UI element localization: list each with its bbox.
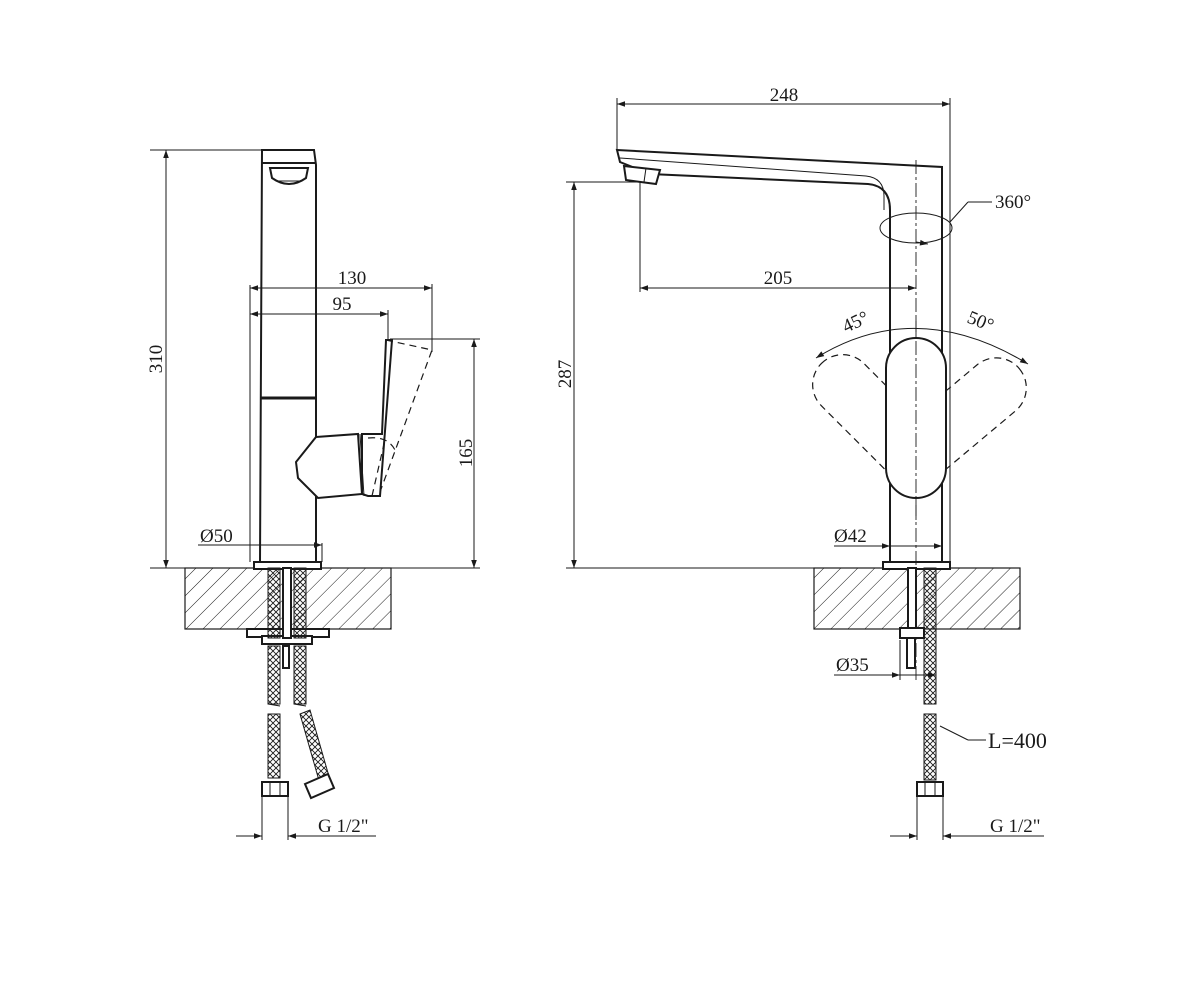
shank-left — [267, 567, 281, 639]
aerator-front — [622, 164, 662, 186]
dim-shank-diameter: Ø35 — [836, 655, 869, 676]
shank-right — [293, 567, 307, 639]
front-view: 360° 45° 50° 248 205 — [555, 85, 1047, 840]
spout-front — [615, 148, 943, 563]
side-view: 310 130 95 165 Ø50 G 1/2" — [146, 149, 480, 840]
dim-reach-lever: 130 — [338, 268, 367, 289]
lever-side — [294, 432, 364, 500]
dim-connection-side: G 1/2" — [318, 816, 369, 837]
dim-height-total: 310 — [146, 345, 167, 374]
rotation-ellipse — [879, 212, 953, 244]
dim-angle-right: 50° — [964, 307, 997, 336]
fitting-left — [261, 781, 289, 797]
dim-angle-left: 45° — [839, 307, 872, 337]
dim-body-diameter: Ø42 — [834, 526, 867, 547]
lever-open-dashed — [379, 339, 433, 493]
dim-base-diameter: Ø50 — [200, 526, 233, 547]
dim-width-total: 248 — [770, 85, 799, 106]
dim-reach-lever-base: 95 — [333, 294, 352, 315]
angle-arc — [815, 328, 1029, 365]
dim-rotation: 360° — [995, 192, 1031, 213]
dim-lever-height: 165 — [456, 439, 477, 468]
dim-spout-height: 287 — [555, 360, 576, 389]
dim-spout-reach: 205 — [764, 268, 793, 289]
hose-front — [923, 567, 937, 705]
dim-hose-length: L=400 — [988, 728, 1047, 753]
fitting-right — [303, 772, 336, 800]
fitting-front — [916, 781, 944, 797]
faucet-body-side — [258, 149, 317, 563]
dim-connection-front: G 1/2" — [990, 816, 1041, 837]
aerator-side — [268, 167, 310, 185]
